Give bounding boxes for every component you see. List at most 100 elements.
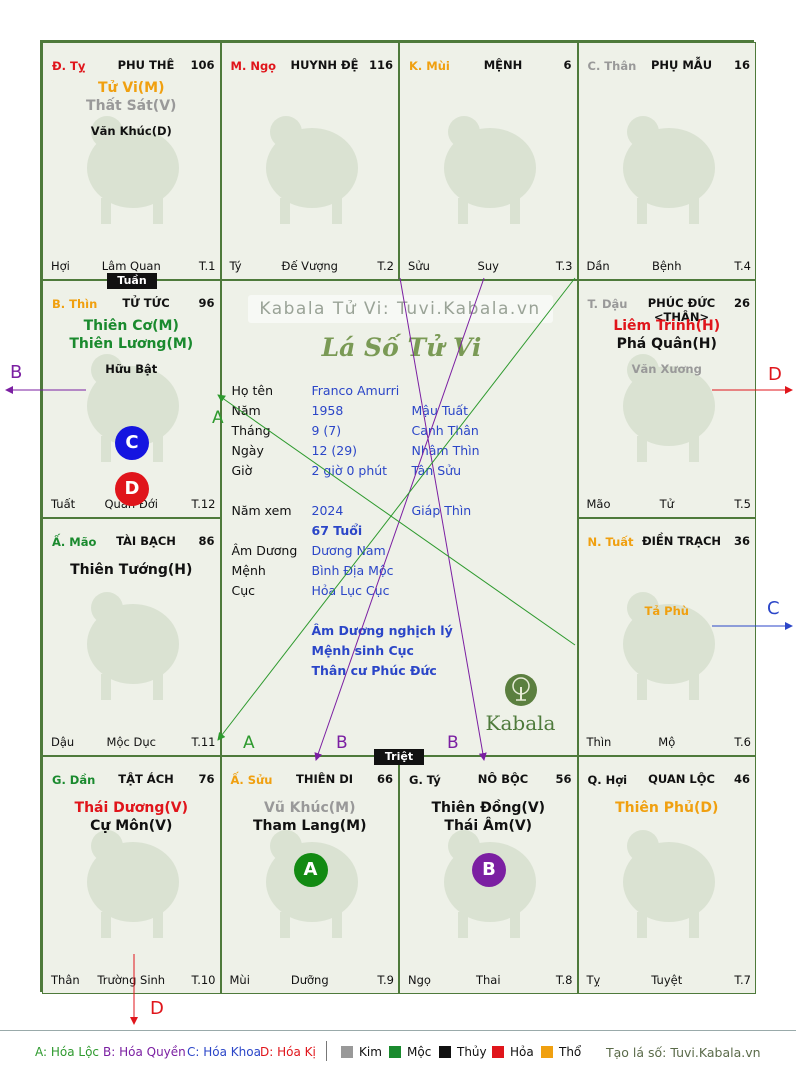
life-stage: Lâm Quan (101, 259, 161, 273)
info-value-canchi: Nhâm Thìn (411, 443, 480, 458)
star-list: Thiên Tướng(H) (43, 561, 220, 579)
palace-index: T.12 (191, 497, 216, 511)
palace-age: 116 (368, 58, 393, 72)
legend-divider (326, 1041, 327, 1061)
palace-index: T.1 (198, 259, 216, 273)
opposite-branch: Dậu (51, 735, 75, 749)
life-stage: Mộ (658, 735, 676, 749)
info-value: Franco Amurri (311, 383, 400, 398)
info-value: 12 (29) (311, 443, 358, 458)
info-value: 2 giờ 0 phút (311, 463, 388, 478)
zodiac-animal-icon (265, 116, 358, 224)
life-stage: Thai (475, 973, 501, 987)
life-stage: Trường Sinh (97, 973, 166, 987)
info-label: Họ tên (231, 383, 274, 398)
palace-age: 16 (733, 58, 750, 72)
star-name: Vũ Khúc(M) (264, 800, 356, 816)
legend-bar: A: Hóa Lộc B: Hóa Quyền C: Hóa Khoa D: H… (0, 1030, 796, 1070)
palace-age: 56 (555, 772, 572, 786)
zodiac-animal-icon (87, 592, 179, 700)
earthly-branch-label: M. Ngọ (230, 59, 277, 73)
legend-d: D: Hóa Kị (260, 1045, 316, 1059)
zodiac-animal-icon (622, 830, 715, 938)
palace-age: 26 (733, 296, 750, 310)
legend-moc: Mộc (389, 1045, 431, 1059)
palace-index: T.4 (734, 259, 751, 273)
star-name: Văn Xương (631, 362, 702, 376)
transform-badge: B (472, 853, 506, 887)
palace-age: 86 (198, 534, 215, 548)
star-name: Thiên Lương(M) (69, 336, 194, 352)
info-value-canchi: Tân Sửu (411, 463, 462, 478)
opposite-branch: Hợi (51, 259, 70, 273)
palace-age: 46 (733, 772, 750, 786)
opposite-branch: Tý (229, 259, 242, 273)
star-list: Thiên Cơ(M)Thiên Lương(M)Hữu Bật (43, 317, 220, 379)
earthly-branch-label: Q. Hợi (587, 773, 628, 787)
earthly-branch-label: G. Dần (52, 773, 96, 787)
info-value-canchi: Giáp Thìn (411, 503, 472, 518)
palace-index: T.8 (555, 973, 573, 987)
arrow-label-d-bottom: D (150, 998, 164, 1019)
arrow-label-b2: B (447, 733, 459, 753)
logo-text: Kabala (485, 711, 556, 735)
palace-name: ĐIỀN TRẠCH (641, 534, 722, 548)
arrow-label-a1: A (212, 408, 224, 428)
info-value-canchi: Mậu Tuất (411, 403, 469, 418)
zodiac-animal-icon (87, 354, 179, 462)
opposite-branch: Tuất (51, 497, 76, 511)
kabala-logo: Kabala (486, 673, 556, 735)
legend-thuy: Thủy (439, 1045, 487, 1059)
star-name: Thái Âm(V) (444, 818, 533, 834)
star-name: Thiên Tướng(H) (70, 562, 193, 578)
star-list: Tả Phù (579, 601, 756, 621)
info-label: Âm Dương (231, 543, 298, 558)
palace-name: QUAN LỘC (648, 772, 715, 786)
info-label: Ngày (231, 443, 264, 458)
info-value: Bình Địa Mộc (311, 563, 394, 578)
palace-age: 36 (733, 534, 750, 548)
zodiac-animal-icon (622, 354, 715, 462)
zodiac-animal-icon (622, 592, 715, 700)
tree-icon (504, 674, 537, 706)
opposite-branch: Tỵ (586, 973, 601, 987)
earthly-branch-label: N. Tuất (587, 535, 634, 549)
info-label: Cục (231, 583, 256, 598)
arrow-label-c: C (767, 598, 780, 619)
arrow-label-b1: B (336, 733, 348, 753)
info-label: Mệnh (231, 563, 266, 578)
legend-c: C: Hóa Khoa (187, 1045, 261, 1059)
earthly-branch-label: T. Dậu (587, 297, 628, 311)
star-name: Thái Dương(V) (74, 800, 188, 816)
life-stage: Dưỡng (290, 973, 329, 987)
star-name: Thiên Đồng(V) (431, 800, 546, 816)
opposite-branch: Sửu (408, 259, 430, 273)
legend-b: B: Hóa Quyền (103, 1045, 186, 1059)
earthly-branch-label: Ấ. Sửu (230, 773, 273, 787)
info-label: Tháng (231, 423, 271, 438)
earthly-branch-label: C. Thân (587, 59, 637, 73)
star-list: Vũ Khúc(M)Tham Lang(M) (222, 799, 399, 835)
life-stage: Bệnh (651, 259, 682, 273)
palace-index: T.10 (191, 973, 216, 987)
palace-index: T.11 (191, 735, 216, 749)
star-name: Cự Môn(V) (90, 818, 173, 834)
legend-hoa: Hỏa (492, 1045, 534, 1059)
info-value: 9 (7) (311, 423, 342, 438)
legend-site[interactable]: Tạo lá số: Tuvi.Kabala.vn (606, 1045, 761, 1060)
chart-title: Lá Số Tử Vi (321, 333, 482, 362)
tuvi-chart: Kabala Tử Vi: Tuvi.Kabala.vn Lá Số Tử Vi… (40, 40, 756, 994)
palace-name: PHÚC ĐỨC <THÂN> (647, 296, 716, 324)
